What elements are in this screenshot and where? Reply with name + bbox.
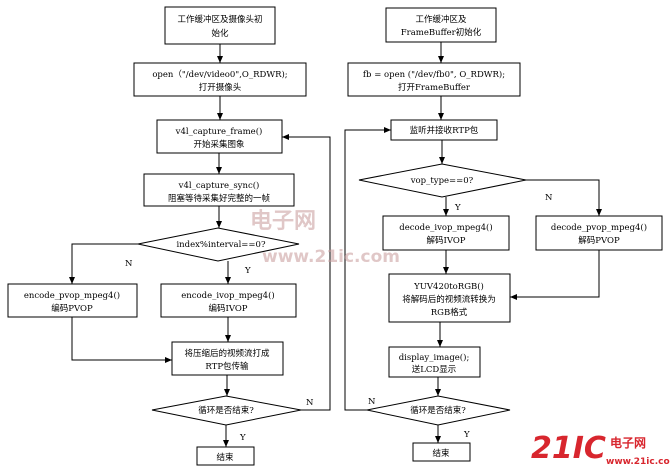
right-edge-decision-no: [526, 179, 602, 216]
right-decode-i-label-1: decode_ivop_mpeg4(): [399, 222, 492, 233]
left-sync-label-1: v4l_capture_sync(): [178, 180, 260, 191]
left-no-label-1: N: [125, 259, 133, 269]
left-init-box: [164, 6, 276, 45]
right-edge-loop-back: [344, 127, 391, 411]
right-end-box: [412, 442, 471, 462]
left-edge-decision-no: [69, 243, 138, 284]
right-end-label: 结束: [432, 448, 450, 459]
right-init-box: [385, 7, 497, 43]
right-yes-label-2: Y: [463, 430, 470, 440]
left-open-box: [133, 62, 307, 97]
left-encode-i-box: [160, 283, 297, 318]
watermark-center-sub1: 电子网: [250, 209, 316, 234]
left-encode-p-label-2: 编码PVOP: [51, 303, 93, 314]
right-open-label-2: 打开FrameBuffer: [398, 82, 471, 93]
left-init-label-1: 工作缓冲区及摄像头初: [177, 14, 262, 25]
right-display-label-1: display_image();: [399, 352, 470, 363]
watermark-logo-text: 21IC: [531, 431, 606, 466]
right-display-label-2: 送LCD显示: [412, 364, 456, 375]
right-decode-p-label-2: 解码PVOP: [578, 235, 620, 246]
left-encode-p-box: [7, 283, 138, 318]
right-yuv-label-2: 将解码后的视频流转换为: [402, 294, 496, 305]
right-decode-p-label-1: decode_pvop_mpeg4(): [551, 222, 647, 233]
right-no-label-1: N: [545, 193, 553, 203]
right-display-box: [388, 346, 481, 378]
watermark-logo-sub2: www.21ic.com: [606, 457, 670, 467]
left-flowchart: 工作缓冲区及摄像头初 始化 open（"/dev/video0",O_RDWR)…: [7, 6, 331, 466]
watermark-center-sub2: www.21ic.com: [262, 247, 400, 267]
right-listen-label: 监听并接收RTP包: [410, 125, 479, 136]
left-yes-label-2: Y: [239, 433, 246, 443]
watermark-logo-sub1: 电子网: [610, 435, 646, 450]
center-watermark: 电子网 www.21ic.com: [250, 209, 400, 267]
right-decode-p-box: [535, 215, 663, 251]
right-decode-i-label-2: 解码IVOP: [426, 235, 465, 246]
left-edge-encode-p-rtp: [71, 317, 172, 363]
left-sync-label-2: 阻塞等待采集好完整的一帧: [168, 193, 271, 204]
left-loop-label: 循环是否结束?: [198, 405, 254, 416]
right-flowchart: 工作缓冲区及 FrameBuffer初始化 fb = open ("/dev/f…: [344, 7, 663, 462]
left-encode-i-label-1: encode_ivop_mpeg4(): [181, 290, 274, 301]
left-end-label: 结束: [216, 452, 234, 463]
left-capture-label-1: v4l_capture_frame(): [175, 126, 263, 137]
right-init-label-1: 工作缓冲区及: [415, 14, 467, 25]
corner-watermark-logo: 21IC 电子网 www.21ic.com: [531, 431, 670, 467]
left-rtp-label-1: 将压缩后的视频流打成: [184, 348, 270, 359]
right-init-label-2: FrameBuffer初始化: [401, 27, 482, 38]
left-capture-label-2: 开始采集图象: [193, 139, 245, 150]
left-rtp-label-2: RTP包传输: [205, 361, 249, 372]
right-edge-decode-p-yuv: [510, 250, 600, 300]
right-yuv-box: [388, 273, 511, 323]
right-yuv-label-3: RGB格式: [431, 307, 468, 318]
left-no-label-2: N: [306, 398, 314, 408]
right-open-box: [347, 62, 521, 97]
left-open-label-1: open（"/dev/video0",O_RDWR);: [152, 69, 287, 80]
right-loop-diamond: [366, 395, 511, 426]
left-yes-label-1: Y: [244, 266, 251, 276]
right-no-label-2: N: [368, 397, 376, 407]
left-decision-diamond: [137, 227, 300, 262]
left-encode-p-label-1: encode_pvop_mpeg4(): [24, 290, 120, 301]
right-yuv-label-1: YUV420toRGB(): [413, 281, 484, 292]
left-encode-i-label-2: 编码IVOP: [208, 303, 247, 314]
left-open-label-2: 打开摄像头: [199, 82, 242, 93]
left-edge-loop-back: [282, 134, 331, 411]
left-init-label-2: 始化: [211, 28, 229, 39]
left-sync-box: [143, 173, 295, 207]
right-open-label-1: fb = open ("/dev/fb0", O_RDWR);: [363, 69, 505, 80]
right-yes-label-1: Y: [454, 203, 461, 213]
left-decision-label: index%interval==0?: [176, 240, 265, 250]
left-rtp-box: [171, 341, 284, 376]
right-decision-label: vop_type==0?: [410, 176, 474, 186]
right-loop-label: 循环是否结束?: [410, 405, 466, 416]
